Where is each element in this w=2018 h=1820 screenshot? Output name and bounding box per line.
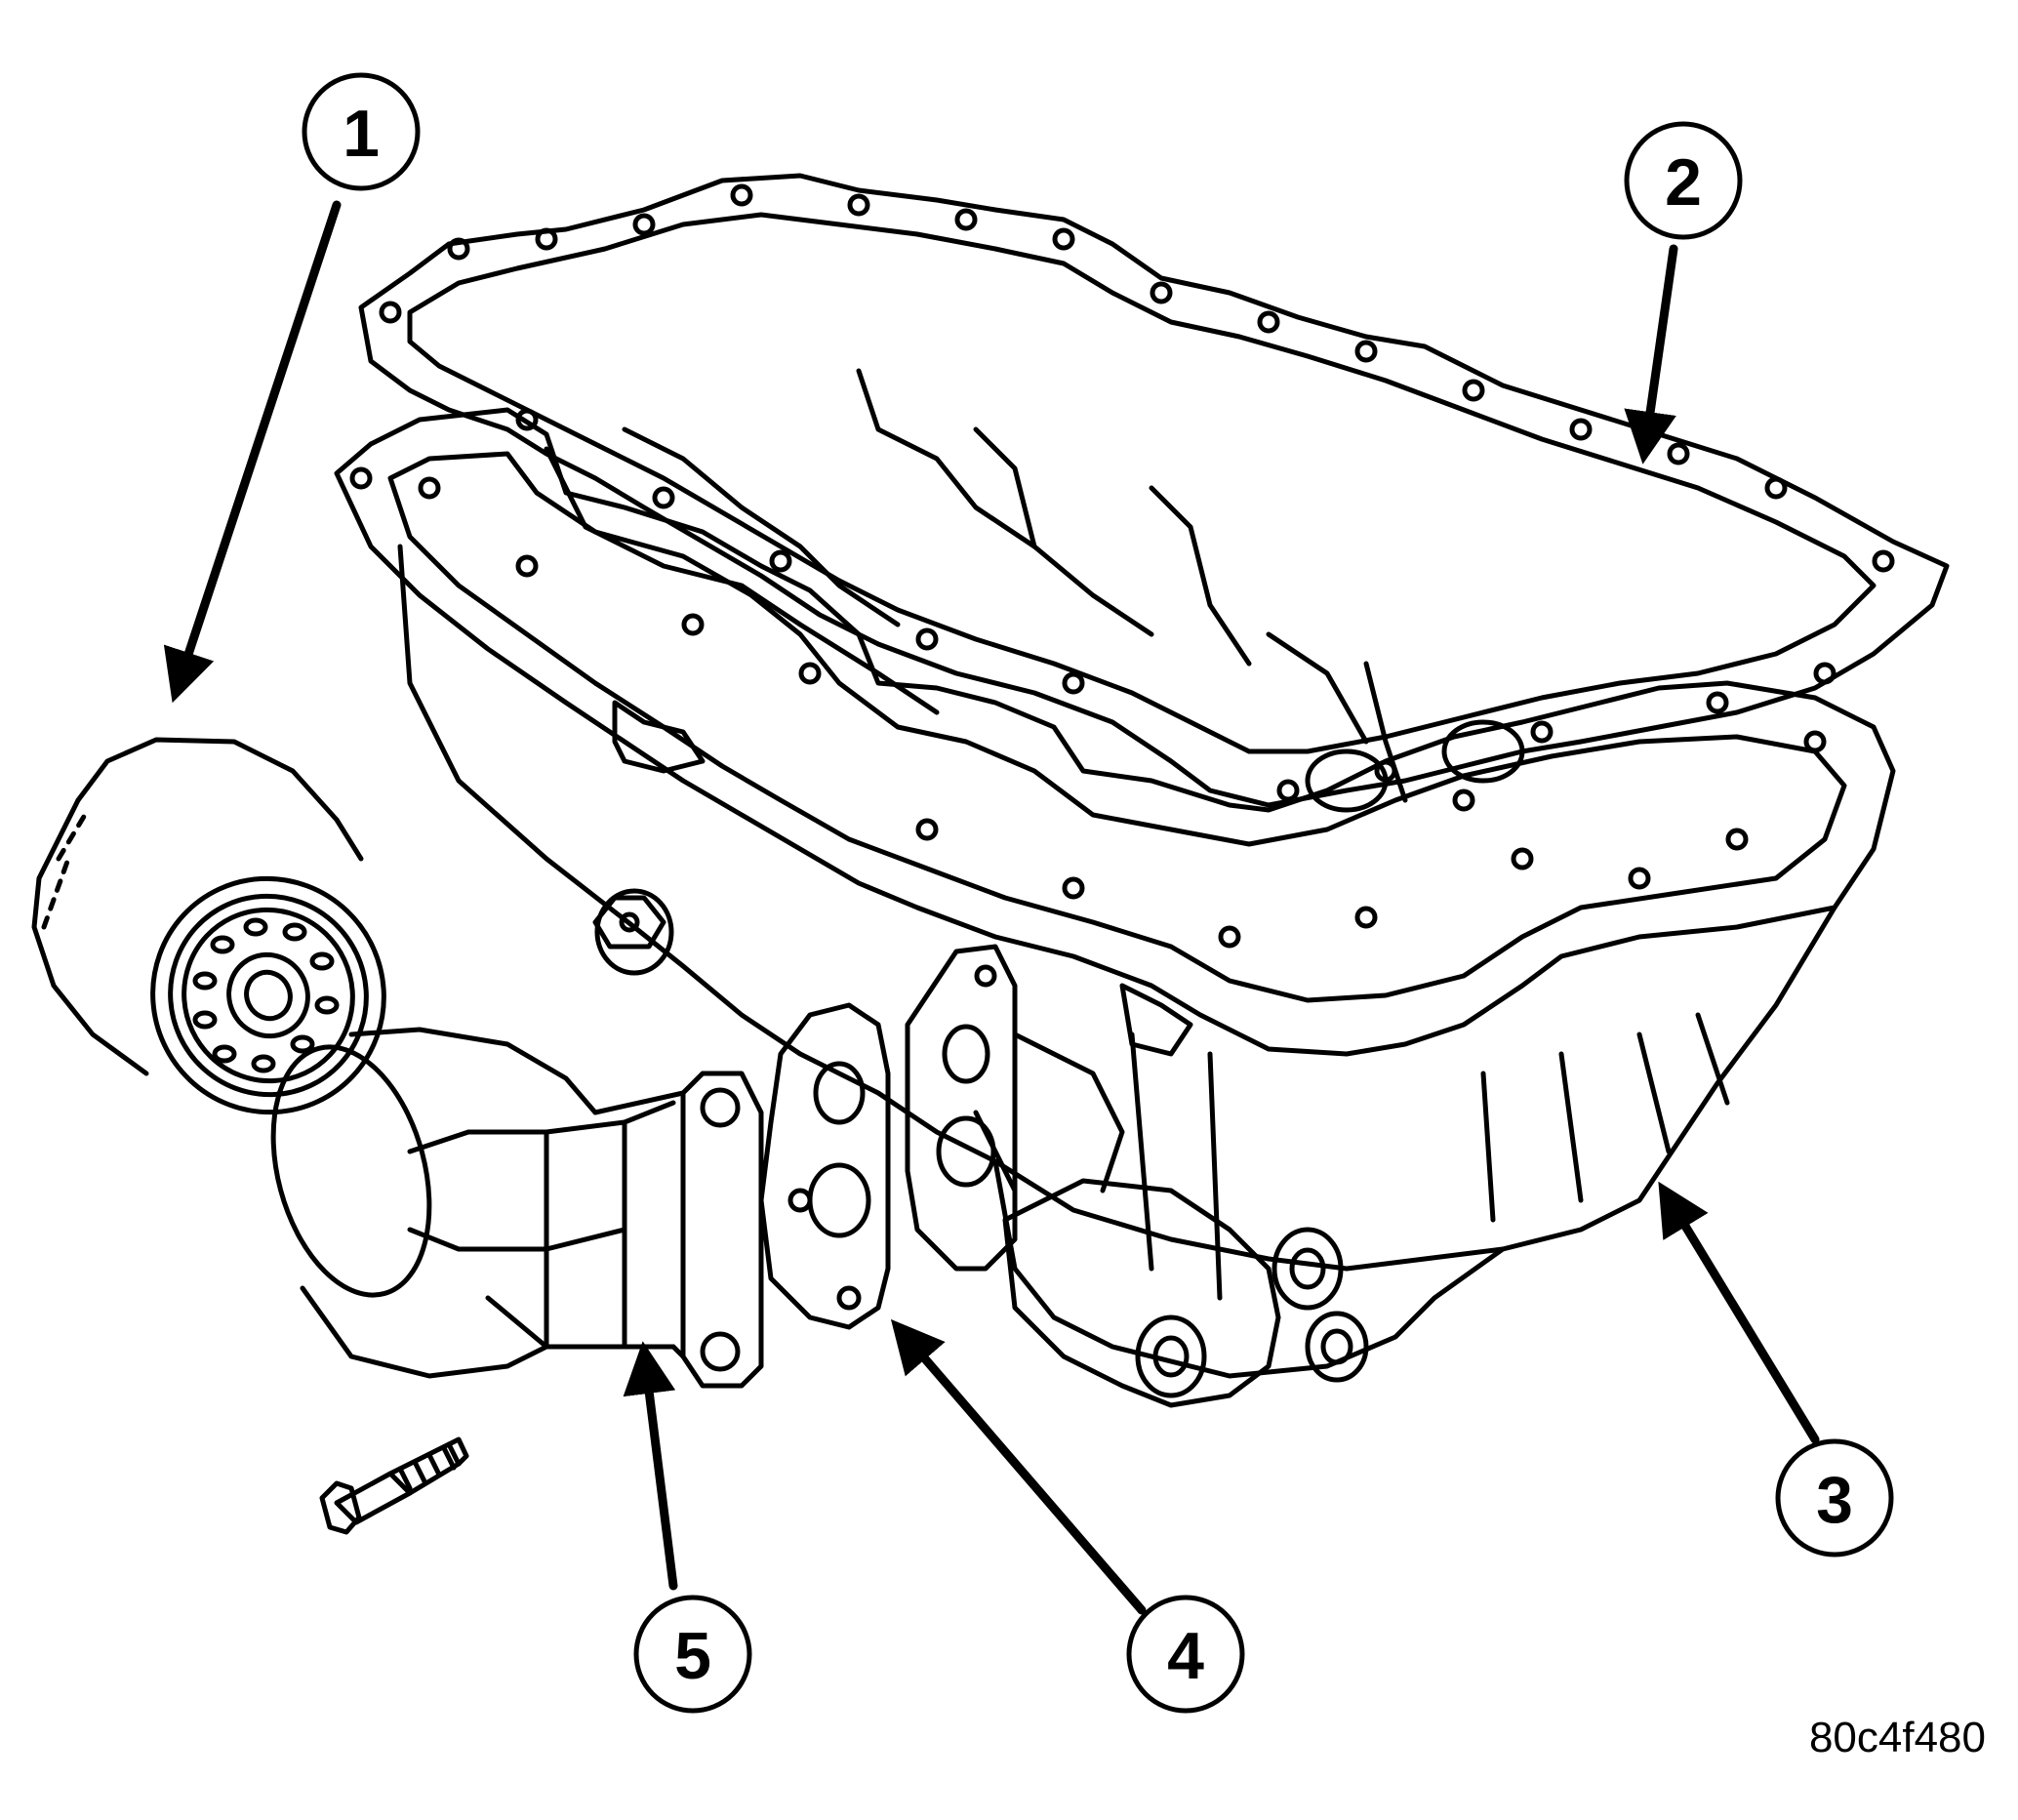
oil-filter [31, 737, 386, 1115]
oil-pan-gasket [358, 173, 1950, 813]
callout-1-label: 1 [343, 97, 380, 171]
callout-4-label: 4 [1167, 1619, 1204, 1693]
arrow-4 [890, 1318, 1147, 1615]
adapter-gasket [758, 1002, 891, 1330]
figure-id: 80c4f480 [1809, 1714, 1986, 1761]
drain-plug [592, 888, 674, 976]
filter-mount-boss [973, 1031, 1369, 1408]
callout-3-label: 3 [1816, 1463, 1853, 1537]
oil-filter-adapter [270, 1027, 764, 1389]
callout-3: 3 [1775, 1438, 1894, 1557]
arrow-3 [1658, 1181, 1820, 1444]
arrow-5 [623, 1341, 678, 1591]
leader-arrows [163, 200, 1820, 1615]
callout-2: 2 [1624, 121, 1743, 240]
oil-pan [334, 368, 1896, 1408]
callout-5: 5 [633, 1595, 752, 1714]
arrow-2 [1624, 244, 1678, 465]
callout-5-label: 5 [674, 1619, 711, 1693]
pan-filter-pad [905, 944, 1018, 1272]
adapter-bolt [319, 1436, 469, 1535]
callout-4: 4 [1126, 1595, 1245, 1714]
callout-1: 1 [302, 72, 421, 191]
callout-2-label: 2 [1665, 145, 1702, 220]
arrow-1 [163, 200, 342, 704]
